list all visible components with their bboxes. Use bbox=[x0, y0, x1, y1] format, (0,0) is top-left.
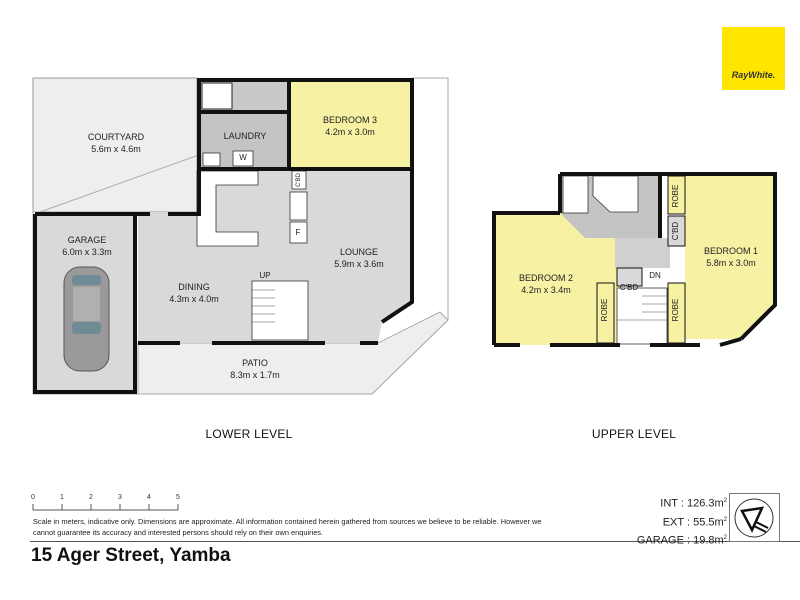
room-label-laundry: LAUNDRY bbox=[223, 131, 267, 141]
bathtub bbox=[562, 175, 589, 214]
robe-label-1a: ROBE bbox=[671, 184, 680, 208]
kitchen-bench bbox=[196, 170, 259, 247]
robe-label-2: ROBE bbox=[600, 298, 609, 322]
stairs-down-label: DN bbox=[649, 271, 661, 280]
stairs-lower bbox=[251, 280, 309, 341]
scale-tick: 1 bbox=[60, 494, 64, 501]
cooktop bbox=[289, 191, 308, 221]
stairs-upper bbox=[616, 287, 668, 345]
raywhite-logo: RayWhite. bbox=[722, 27, 785, 90]
area-ext: EXT : 55.5m2 bbox=[662, 516, 727, 529]
floor-plan-drawing bbox=[32, 77, 777, 395]
area-summary: INT : 126.3m2 EXT : 55.5m2 GARAGE : 19.8… bbox=[637, 493, 727, 549]
divider-line bbox=[30, 541, 800, 542]
cupboard-upper-2 bbox=[616, 267, 643, 287]
scale-tick: 0 bbox=[31, 494, 35, 501]
lower-walls bbox=[33, 78, 414, 394]
fridge-label: F bbox=[295, 228, 301, 237]
bedroom-3 bbox=[290, 82, 412, 169]
compass-icon bbox=[734, 498, 774, 538]
scale-ruler bbox=[32, 504, 179, 511]
tub bbox=[202, 152, 221, 167]
disclaimer-text: Scale in meters, indicative only. Dimens… bbox=[33, 517, 542, 537]
scale-tick: 2 bbox=[89, 494, 93, 501]
bedroom-2 bbox=[494, 213, 620, 345]
shower-lower bbox=[201, 82, 233, 110]
scale-tick: 3 bbox=[118, 494, 122, 501]
cupboard-label-lower: C'BD bbox=[296, 173, 302, 187]
north-compass bbox=[729, 493, 780, 542]
cupboard-label-upper-1: C'BD bbox=[671, 221, 680, 241]
scale-tick: 5 bbox=[176, 494, 180, 501]
logo-text: RayWhite. bbox=[731, 70, 776, 80]
hall-upper bbox=[615, 238, 670, 268]
bedroom-1 bbox=[685, 174, 775, 339]
upper-walls bbox=[492, 172, 777, 347]
robe-label-1b: ROBE bbox=[671, 298, 680, 322]
fridge bbox=[289, 221, 308, 244]
stairs-up-label: UP bbox=[259, 271, 271, 280]
level-label-lower: LOWER LEVEL bbox=[205, 427, 293, 441]
cupboard-upper-1 bbox=[667, 215, 686, 247]
property-address: 15 Ager Street, Yamba bbox=[31, 545, 231, 566]
cupboard-label-upper-2: C'BD bbox=[619, 283, 639, 292]
washer-label: W bbox=[239, 153, 247, 162]
washer bbox=[232, 150, 254, 167]
level-label-upper: UPPER LEVEL bbox=[591, 427, 677, 441]
area-int: INT : 126.3m2 bbox=[660, 497, 727, 510]
area-garage: GARAGE : 19.8m2 bbox=[636, 534, 727, 547]
car-icon bbox=[63, 266, 110, 372]
scale-tick: 4 bbox=[147, 494, 151, 501]
